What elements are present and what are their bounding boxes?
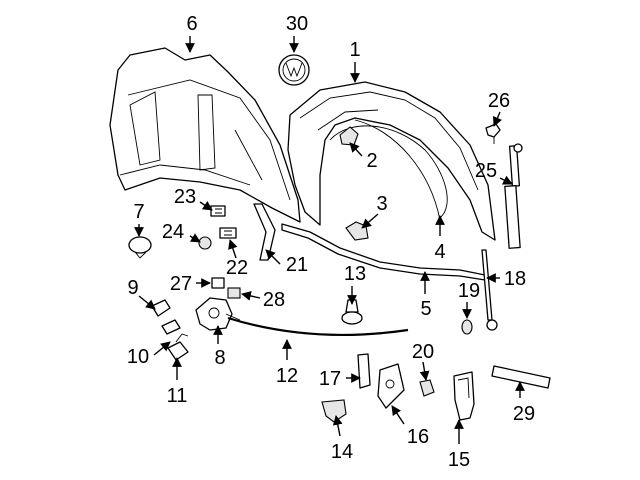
part-4-hood-seal	[354, 119, 441, 221]
callout-1: 1	[349, 39, 360, 61]
part-30-emblem	[278, 54, 310, 86]
part-25-support-strut	[504, 143, 523, 249]
callout-29: 29	[513, 403, 535, 425]
callout-26: 26	[488, 90, 510, 112]
part-1-hood	[287, 81, 496, 241]
callout-9: 9	[127, 277, 138, 299]
callout-4: 4	[434, 241, 445, 263]
part-9-bolt	[151, 299, 171, 317]
callout-15: 15	[448, 449, 470, 471]
part-28-clip	[227, 287, 241, 299]
part-20-knob	[419, 379, 435, 397]
part-21-link	[253, 203, 276, 261]
part-7-plug	[128, 236, 152, 259]
part-26-ball-stud	[485, 123, 501, 144]
part-22-bolt	[219, 227, 237, 239]
part-11-lever	[167, 333, 189, 361]
part-18-prop-rod	[481, 249, 498, 331]
part-16-latch	[377, 363, 405, 409]
callout-16: 16	[407, 426, 429, 448]
callout-numbers: 6 30 1 2 3 4 5 7 8 9 10 11 12 13 14 15 1…	[127, 13, 535, 471]
callout-23: 23	[174, 186, 196, 208]
callout-10: 10	[127, 346, 149, 368]
callout-22: 22	[226, 257, 248, 279]
part-17-bracket	[357, 353, 371, 389]
callout-7: 7	[133, 201, 144, 223]
callout-24: 24	[162, 221, 184, 243]
part-24-nut	[198, 236, 212, 250]
callout-20: 20	[412, 341, 434, 363]
callout-12: 12	[276, 365, 298, 387]
part-12-release-cable	[227, 316, 409, 336]
callout-11: 11	[167, 385, 188, 407]
callout-2: 2	[366, 150, 377, 172]
callout-28: 28	[263, 289, 285, 311]
callout-3: 3	[376, 193, 387, 215]
callout-14: 14	[331, 441, 353, 463]
part-6-hood-insulator	[109, 47, 301, 223]
part-5-release-cable	[281, 223, 486, 281]
callout-25: 25	[475, 160, 497, 182]
part-10-bolt	[161, 319, 181, 335]
callout-27: 27	[170, 273, 192, 295]
part-27-clip	[211, 277, 225, 289]
part-8-hood-latch	[195, 297, 241, 331]
part-19-grommet	[461, 319, 473, 335]
part-3-bumper	[345, 221, 369, 241]
callout-5: 5	[420, 298, 431, 320]
part-15-release-handle	[453, 371, 475, 421]
callout-30: 30	[286, 13, 308, 35]
callout-8: 8	[214, 347, 225, 369]
callout-6: 6	[186, 13, 197, 35]
part-29-strip	[491, 365, 551, 389]
leader-arrows	[134, 36, 525, 444]
part-2-clip	[339, 126, 359, 146]
callout-21: 21	[286, 254, 308, 276]
callout-17: 17	[319, 368, 341, 390]
callout-19: 19	[458, 280, 480, 302]
callout-18: 18	[504, 268, 526, 290]
part-23-bolt	[210, 205, 226, 217]
callout-13: 13	[344, 263, 366, 285]
part-14-trim-cap	[321, 399, 347, 423]
